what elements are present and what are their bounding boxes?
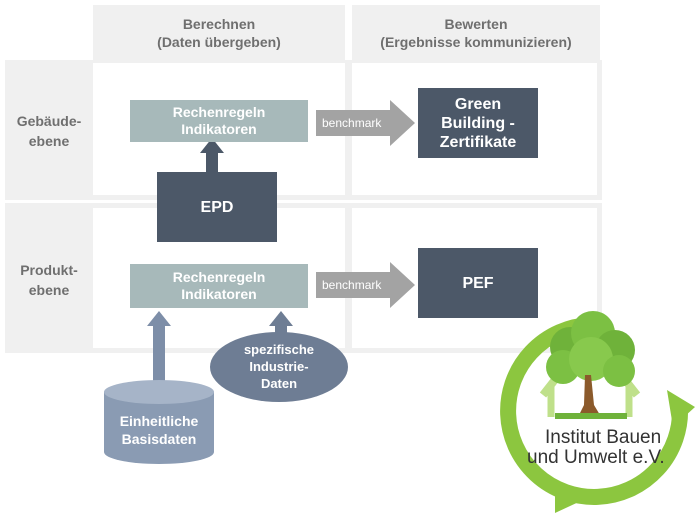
logo-text-line2: und Umwelt e.V. <box>527 447 665 468</box>
industrie-daten-label: spezifische Industrie- Daten <box>243 342 315 391</box>
column-header-left-bg <box>93 5 345 60</box>
basisdaten-label: Einheitliche Basisdaten <box>119 413 199 447</box>
arrow-benchmark-bottom-shape <box>316 262 415 308</box>
circular-arrow-icon <box>500 317 695 513</box>
cylinder-basisdaten <box>104 380 214 464</box>
ellipse-industrie-daten <box>210 332 348 402</box>
box-epd: EPD <box>157 172 277 242</box>
box-rechenregeln-top: Rechenregeln Indikatoren <box>130 100 308 142</box>
box-rechenregeln-bottom: Rechenregeln Indikatoren <box>130 264 308 308</box>
column-header-bewerten: Bewerten (Ergebnisse kommunizieren) <box>380 16 572 50</box>
tree-icon <box>546 311 635 419</box>
benchmark-bottom-label: benchmark <box>322 278 382 292</box>
logo-text-line1: Institut Bauen <box>545 427 661 448</box>
ibu-logo: Institut Bauen und Umwelt e.V. <box>500 311 695 513</box>
arrow-benchmark-top-shape <box>316 100 415 146</box>
row-label-gebaeudeebene: Gebäude- ebene <box>16 113 82 149</box>
row-label-produktebene: Produkt- ebene <box>20 262 78 298</box>
arrow-epd-to-rules <box>200 138 224 173</box>
column-header-berechnen: Berechnen (Daten übergeben) <box>157 16 281 50</box>
benchmark-top-label: benchmark <box>322 116 382 130</box>
column-header-right-bg <box>352 5 600 60</box>
box-green-building: Green Building - Zertifikate <box>418 88 538 158</box>
box-pef: PEF <box>418 248 538 318</box>
arrow-basisdaten-up <box>147 311 171 381</box>
